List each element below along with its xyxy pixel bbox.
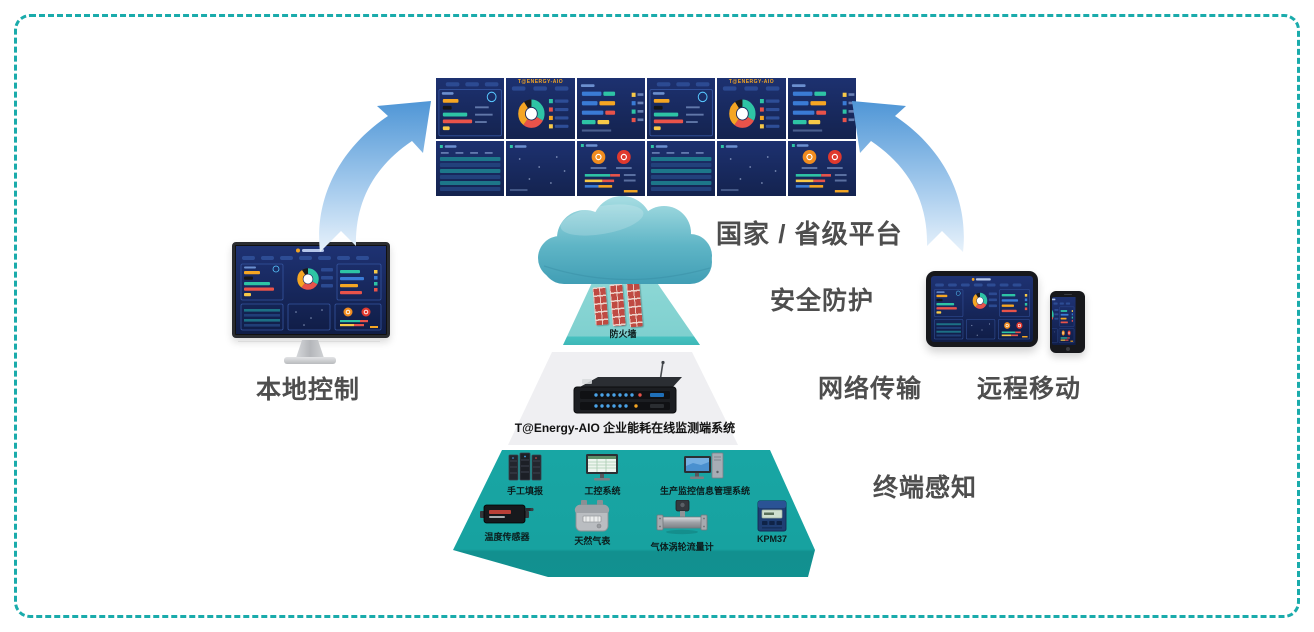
gateway-server-icon (573, 360, 682, 414)
wall-screen-donut: T@ENERGY-AIO (506, 78, 575, 139)
gauges-panel-icon (577, 141, 645, 196)
wall-screen-gauges (787, 140, 856, 196)
grouped-bars-panel-icon (577, 78, 645, 139)
source-item-gas-meter: 天然气表 (574, 500, 610, 553)
source-item-kpm37-meter: KPM37 (754, 500, 790, 553)
firewall-label: 防火墙 (609, 329, 637, 339)
wall-screen-table (647, 140, 716, 196)
power-meter-icon (757, 500, 787, 532)
source-item-manual-entry: 手工填报 (505, 452, 545, 497)
dashboard-screen (1052, 297, 1083, 345)
dashboard-screen (931, 276, 1033, 342)
industrial-pc-icon (586, 454, 619, 481)
starfield-panel-icon (717, 141, 785, 196)
wall-brand-text: T@ENERGY-AIO (517, 79, 564, 85)
source-label: 温度传感器 (484, 532, 530, 542)
donut-chart-panel-icon (506, 78, 574, 139)
source-item-temperature-sensor: 温度传感器 (480, 500, 534, 553)
turbine-flowmeter-icon (656, 500, 708, 535)
source-label: 生产监控信息管理系统 (659, 486, 750, 496)
phone-speaker (1063, 293, 1072, 295)
source-row-systems: 手工填报 工控系统 (505, 452, 750, 497)
cloud-icon (538, 196, 712, 284)
donut-chart-panel-icon (717, 78, 785, 139)
workstation-icon (683, 452, 724, 479)
source-label: 手工填报 (506, 486, 543, 496)
wall-screen-map (506, 140, 575, 196)
table-panel-icon (436, 141, 504, 196)
upload-arrow-left-icon (319, 101, 431, 252)
platform-label: 国家 / 省级平台 (716, 219, 903, 249)
wall-screen-hbars (787, 78, 856, 139)
terminal-perception-label: 终端感知 (873, 474, 978, 502)
video-wall: T@ENERGY-AIO T@ENERGY-AIO (436, 78, 856, 196)
gateway-label: T@Energy-AIO 企业能耗在线监测端系统 (514, 421, 736, 435)
monitor-stand (296, 340, 324, 358)
monitor-base (284, 357, 336, 364)
table-panel-icon (647, 141, 715, 196)
network-transmission-label: 网络传输 (818, 375, 923, 403)
wall-screen-gauges (576, 140, 645, 196)
remote-tablet (926, 271, 1038, 347)
remote-phone (1050, 291, 1085, 353)
remote-mobile-label: 远程移动 (977, 375, 1082, 403)
dashboard-screen (236, 246, 386, 334)
source-label: 天然气表 (574, 536, 611, 546)
wall-screen-overview (647, 78, 716, 139)
security-label: 安全防护 (770, 287, 875, 315)
source-row-meters: 温度传感器 天然气表 (480, 500, 790, 553)
phone-home-button (1065, 347, 1070, 351)
grouped-bars-panel-icon (788, 78, 856, 139)
gauges-panel-icon (788, 141, 856, 196)
local-control-label: 本地控制 (256, 376, 361, 404)
wall-screen-map (717, 140, 786, 196)
source-item-production-monitoring: 生产监控信息管理系统 (660, 452, 750, 497)
local-control-monitor (232, 242, 390, 338)
source-label: 气体涡轮流量计 (650, 542, 714, 552)
temperature-sensor-icon (480, 504, 534, 524)
wall-brand-text: T@ENERGY-AIO (728, 79, 775, 85)
bar-chart-panel-icon (436, 78, 504, 139)
wall-screen-hbars (576, 78, 645, 139)
source-label: KPM37 (756, 534, 787, 544)
bar-chart-panel-icon (647, 78, 715, 139)
starfield-panel-icon (506, 141, 574, 196)
wall-screen-donut: T@ENERGY-AIO (717, 78, 786, 139)
source-label: 工控系统 (584, 486, 621, 496)
server-cabinets-icon (508, 452, 542, 481)
source-item-turbine-flowmeter: 气体涡轮流量计 (651, 500, 714, 553)
source-item-industrial-control: 工控系统 (581, 452, 623, 497)
wall-screen-table (436, 140, 505, 196)
gas-meter-icon (575, 500, 610, 532)
wall-screen-overview (436, 78, 505, 139)
